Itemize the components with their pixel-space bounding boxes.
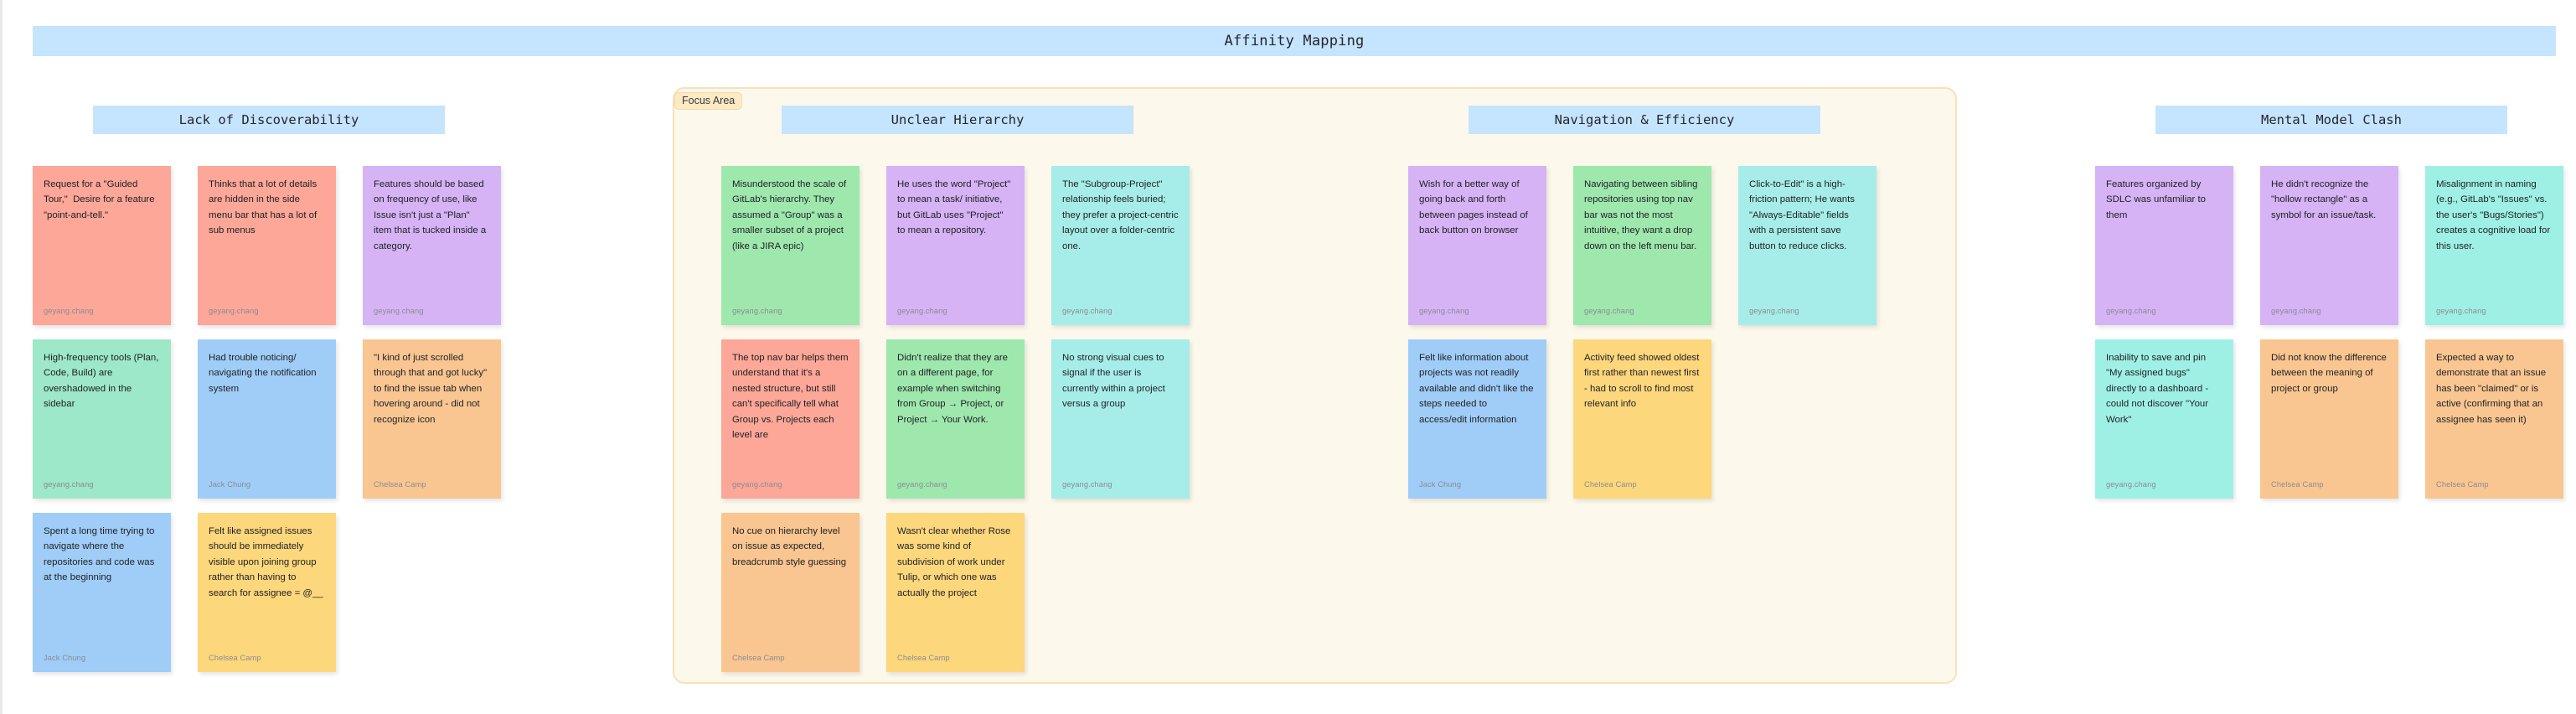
sticky-note-author: geyang.chang — [374, 307, 424, 315]
column-unclear-hierarchy: Unclear Hierarchy Misunderstood the scal… — [721, 106, 1192, 672]
sticky-note[interactable]: Did not know the difference between the … — [2260, 339, 2398, 499]
sticky-note[interactable]: Click-to-Edit" is a high-friction patter… — [1738, 166, 1877, 325]
sticky-note-text: Inability to save and pin "My assigned b… — [2106, 353, 2212, 425]
sticky-note[interactable]: Felt like information about projects was… — [1408, 339, 1546, 499]
sticky-note-text: Felt like information about projects was… — [1419, 353, 1536, 425]
sticky-note-author: geyang.chang — [44, 480, 94, 489]
sticky-note-text: "I kind of just scrolled through that an… — [374, 353, 490, 425]
sticky-note-author: geyang.chang — [2436, 307, 2486, 315]
sticky-note[interactable]: Wish for a better way of going back and … — [1408, 166, 1546, 325]
cards-grid-lack-of-discoverability: Request for a "Guided Tour," Desire for … — [33, 166, 503, 672]
sticky-note-text: Wasn't clear whether Rose was some kind … — [897, 526, 1014, 598]
sticky-note-text: Expected a way to demonstrate that an is… — [2436, 353, 2549, 425]
sticky-note-author: geyang.chang — [732, 480, 782, 489]
sticky-note-author: geyang.chang — [1419, 307, 1469, 315]
sticky-note-text: Misunderstood the scale of GitLab's hier… — [732, 179, 849, 251]
sticky-note-author: geyang.chang — [1749, 307, 1799, 315]
sticky-note[interactable]: Misalignment in naming (e.g., GitLab's "… — [2425, 166, 2563, 325]
sticky-note-author: Chelsea Camp — [1584, 480, 1637, 489]
sticky-note[interactable]: Had trouble noticing/ navigating the not… — [198, 339, 336, 499]
column-header-navigation-efficiency[interactable]: Navigation & Efficiency — [1469, 106, 1820, 134]
sticky-note-author: geyang.chang — [209, 307, 259, 315]
sticky-note-text: Misalignment in naming (e.g., GitLab's "… — [2436, 179, 2553, 251]
sticky-note-text: Features should be based on frequency of… — [374, 179, 489, 251]
column-header-unclear-hierarchy[interactable]: Unclear Hierarchy — [782, 106, 1133, 134]
sticky-note-text: No strong visual cues to signal if the u… — [1062, 353, 1168, 410]
sticky-note-author: Jack Chung — [209, 480, 251, 489]
sticky-note-text: Features organized by SDLC was unfamilia… — [2106, 179, 2209, 220]
sticky-note-author: Jack Chung — [1419, 480, 1462, 489]
sticky-note[interactable]: Felt like assigned issues should be imme… — [198, 513, 336, 672]
sticky-note-author: Chelsea Camp — [897, 654, 950, 662]
sticky-note-text: High-frequency tools (Plan, Code, Build)… — [44, 353, 162, 410]
sticky-note[interactable]: He didn't recognize the "hollow rectangl… — [2260, 166, 2398, 325]
sticky-note-text: Had trouble noticing/ navigating the not… — [209, 353, 319, 394]
sticky-note-author: Chelsea Camp — [2436, 480, 2489, 489]
sticky-note-text: Request for a "Guided Tour," Desire for … — [44, 179, 157, 220]
sticky-note[interactable]: High-frequency tools (Plan, Code, Build)… — [33, 339, 171, 499]
sticky-note[interactable]: The "Subgroup-Project" relationship feel… — [1051, 166, 1190, 325]
sticky-note-text: The "Subgroup-Project" relationship feel… — [1062, 179, 1181, 251]
sticky-note[interactable]: Features should be based on frequency of… — [363, 166, 501, 325]
sticky-note[interactable]: Inability to save and pin "My assigned b… — [2095, 339, 2233, 499]
column-lack-of-discoverability: Lack of Discoverability Request for a "G… — [33, 106, 503, 672]
board-title: Affinity Mapping — [1224, 33, 1365, 49]
sticky-note[interactable]: Features organized by SDLC was unfamilia… — [2095, 166, 2233, 325]
sticky-note-author: geyang.chang — [2106, 307, 2156, 315]
sticky-note-text: Felt like assigned issues should be imme… — [209, 526, 323, 598]
sticky-note-author: Jack Chung — [44, 654, 86, 662]
sticky-note[interactable]: Didn't realize that they are on a differ… — [886, 339, 1025, 499]
sticky-note-author: geyang.chang — [897, 307, 947, 315]
cards-grid-navigation-efficiency: Wish for a better way of going back and … — [1408, 166, 1879, 499]
sticky-note-text: He uses the word "Project" to mean a tas… — [897, 179, 1014, 236]
sticky-note[interactable]: Expected a way to demonstrate that an is… — [2425, 339, 2563, 499]
sticky-note[interactable]: Navigating between sibling repositories … — [1573, 166, 1711, 325]
sticky-note[interactable]: The top nav bar helps them understand th… — [721, 339, 860, 499]
column-header-lack-of-discoverability[interactable]: Lack of Discoverability — [93, 106, 445, 134]
sticky-note-text: Wish for a better way of going back and … — [1419, 179, 1531, 236]
column-mental-model-clash: Mental Model Clash Features organized by… — [2095, 106, 2566, 499]
sticky-note[interactable]: "I kind of just scrolled through that an… — [363, 339, 501, 499]
sticky-note-text: Click-to-Edit" is a high-friction patter… — [1749, 179, 1858, 251]
sticky-note-text: The top nav bar helps them understand th… — [732, 353, 851, 441]
sticky-note-text: Did not know the difference between the … — [2271, 353, 2389, 394]
focus-area-tag[interactable]: Focus Area — [674, 92, 743, 111]
sticky-note-text: Didn't realize that they are on a differ… — [897, 353, 1011, 425]
sticky-note[interactable]: Request for a "Guided Tour," Desire for … — [33, 166, 171, 325]
sticky-note[interactable]: Thinks that a lot of details are hidden … — [198, 166, 336, 325]
sticky-note-author: Chelsea Camp — [209, 654, 261, 662]
sticky-note-author: Chelsea Camp — [732, 654, 785, 662]
sticky-note[interactable]: No strong visual cues to signal if the u… — [1051, 339, 1190, 499]
sticky-note-text: No cue on hierarchy level on issue as ex… — [732, 526, 847, 567]
sticky-note-text: Thinks that a lot of details are hidden … — [209, 179, 320, 236]
sticky-note-author: Chelsea Camp — [2271, 480, 2324, 489]
sticky-note-text: He didn't recognize the "hollow rectangl… — [2271, 179, 2377, 220]
sticky-note[interactable]: No cue on hierarchy level on issue as ex… — [721, 513, 860, 672]
column-navigation-efficiency: Navigation & Efficiency Wish for a bette… — [1408, 106, 1879, 499]
sticky-note-author: Chelsea Camp — [374, 480, 426, 489]
sticky-note-text: Navigating between sibling repositories … — [1584, 179, 1701, 251]
sticky-note-author: geyang.chang — [897, 480, 947, 489]
sticky-note-text: Activity feed showed oldest first rather… — [1584, 353, 1702, 410]
sticky-note[interactable]: Spent a long time trying to navigate whe… — [33, 513, 171, 672]
sticky-note[interactable]: Activity feed showed oldest first rather… — [1573, 339, 1711, 499]
sticky-note[interactable]: Misunderstood the scale of GitLab's hier… — [721, 166, 860, 325]
sticky-note-author: geyang.chang — [44, 307, 94, 315]
sticky-note-author: geyang.chang — [1062, 480, 1112, 489]
sticky-note-author: geyang.chang — [2271, 307, 2321, 315]
sticky-note[interactable]: Wasn't clear whether Rose was some kind … — [886, 513, 1025, 672]
sticky-note[interactable]: He uses the word "Project" to mean a tas… — [886, 166, 1025, 325]
sticky-note-author: geyang.chang — [1584, 307, 1634, 315]
cards-grid-mental-model-clash: Features organized by SDLC was unfamilia… — [2095, 166, 2566, 499]
board-title-banner: Affinity Mapping — [33, 26, 2556, 56]
cards-grid-unclear-hierarchy: Misunderstood the scale of GitLab's hier… — [721, 166, 1192, 672]
sticky-note-author: geyang.chang — [2106, 480, 2156, 489]
sticky-note-author: geyang.chang — [732, 307, 782, 315]
sticky-note-text: Spent a long time trying to navigate whe… — [44, 526, 157, 583]
sticky-note-author: geyang.chang — [1062, 307, 1112, 315]
column-header-mental-model-clash[interactable]: Mental Model Clash — [2155, 106, 2507, 134]
